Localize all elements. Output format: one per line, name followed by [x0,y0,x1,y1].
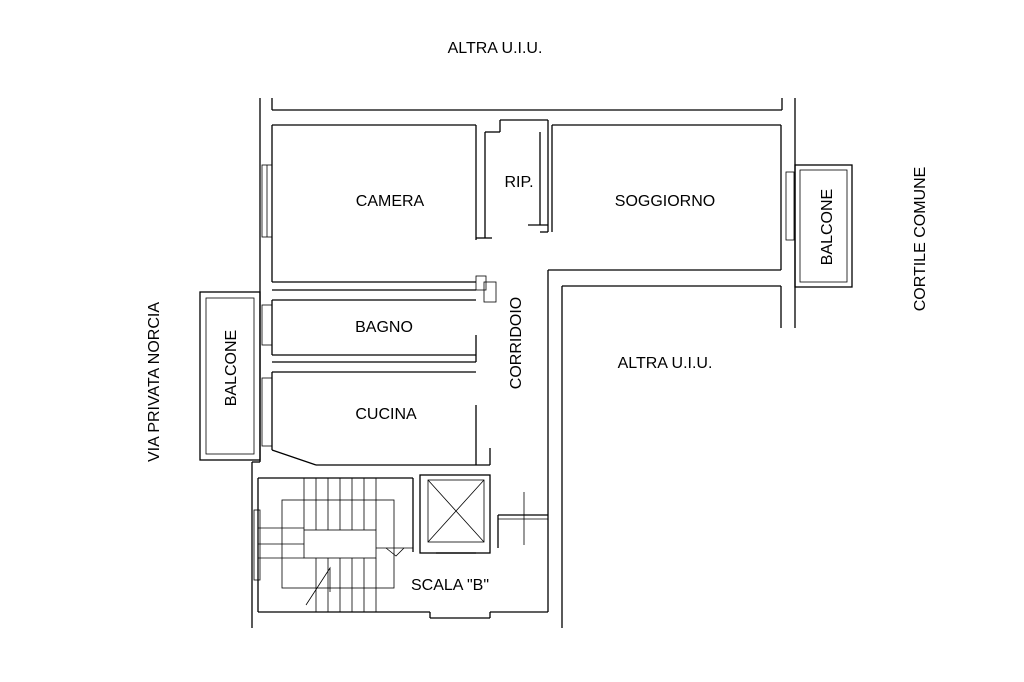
room-soggiorno: SOGGIORNO [615,193,715,210]
label-courtyard: CORTILE COMUNE [912,167,929,312]
label-top-unit: ALTRA U.I.U. [448,40,543,57]
room-camera: CAMERA [356,193,425,210]
label-balcony-left: BALCONE [223,330,240,406]
bagno-walls [261,275,497,363]
room-ripostiglio: RIP. [504,174,533,191]
entrance-door [497,492,548,548]
room-bagno: BAGNO [355,319,413,336]
label-street: VIA PRIVATA NORCIA [146,302,163,462]
balcony-left [199,291,261,461]
label-balcony-right: BALCONE [819,189,836,265]
label-right-unit: ALTRA U.I.U. [618,355,713,372]
room-scala: SCALA "B" [411,577,489,594]
balcony-right [794,164,853,288]
soggiorno-walls [551,124,795,241]
staircase [252,461,549,619]
elevator [419,474,491,554]
ripostiglio-walls [476,119,549,239]
room-corridoio: CORRIDOIO [508,297,525,389]
camera-room-walls [261,124,477,291]
room-cucina: CUCINA [355,406,417,423]
cucina-walls [261,371,491,466]
